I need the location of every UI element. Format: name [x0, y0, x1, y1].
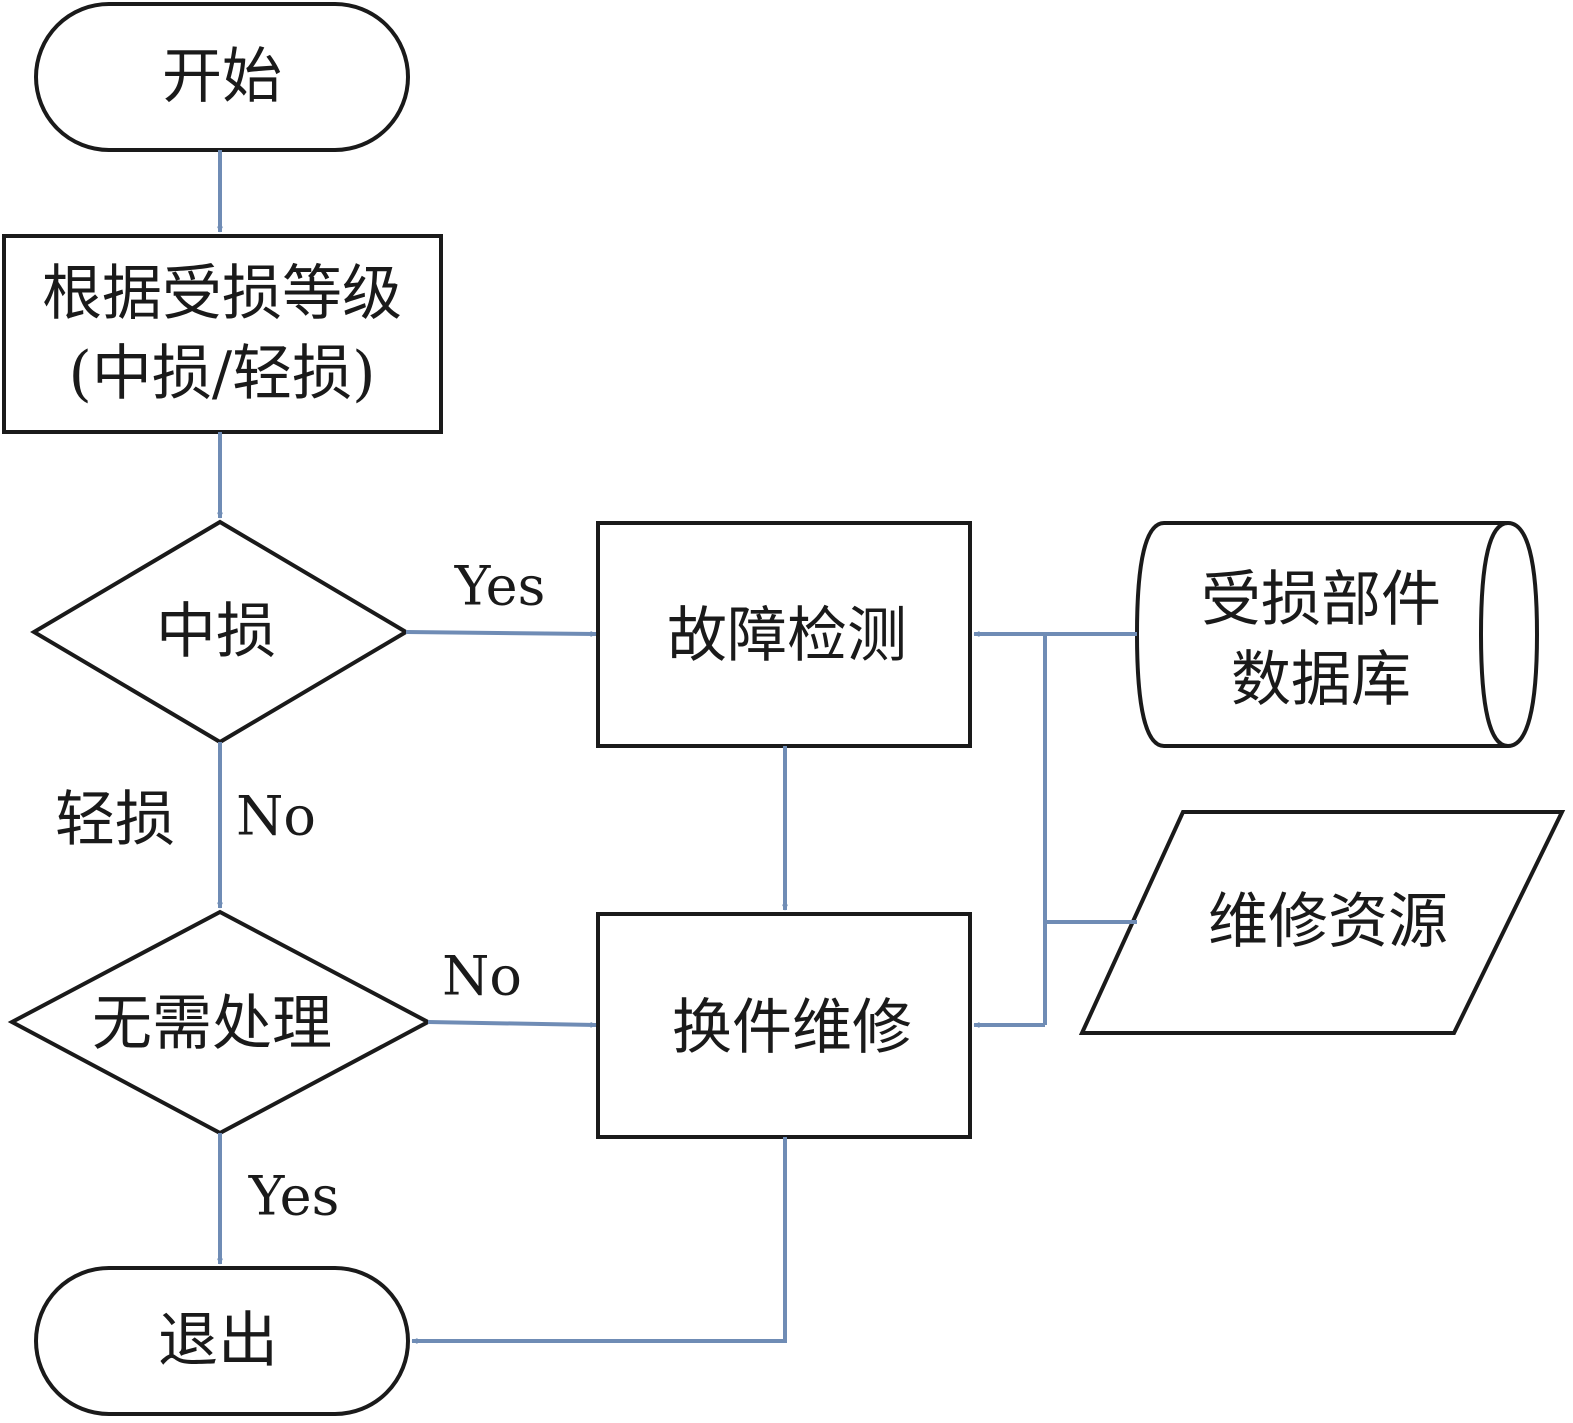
- noproc-yes-label: Yes: [248, 1165, 340, 1228]
- fault-detection-label: 故障检测: [667, 601, 907, 671]
- exit-terminal: [34, 1266, 410, 1416]
- noproc-no-label: No: [442, 945, 522, 1008]
- replace-repair-label: 换件维修: [672, 993, 912, 1063]
- damage-grade-process: [2, 234, 443, 434]
- no-processing-label: 无需处理: [92, 989, 332, 1059]
- maintenance-resources-input: [1078, 810, 1566, 1035]
- fault-detection-process: [596, 521, 972, 748]
- maintenance-resources-label: 维修资源: [1208, 887, 1448, 957]
- damaged-parts-db-label-line1: 受损部件: [1201, 565, 1441, 635]
- arrow-repair-to-exit: [411, 1137, 787, 1344]
- damage-grade-label-line2: (中损/轻损): [68, 339, 375, 409]
- medium-no-label: No: [236, 785, 316, 848]
- damaged-parts-db-label-line2: 数据库: [1231, 645, 1411, 715]
- medium-damage-label: 中损: [156, 597, 276, 667]
- replace-repair-process: [596, 912, 972, 1139]
- arrow-medium-yes-to-detection: [405, 630, 597, 637]
- arrow-noproc-no-to-repair: [427, 1020, 597, 1028]
- medium-yes-label: Yes: [454, 555, 546, 618]
- start-label: 开始: [162, 42, 282, 112]
- damaged-parts-database-edge: [1478, 521, 1509, 748]
- exit-label: 退出: [158, 1306, 278, 1376]
- damage-grade-label-line1: 根据受损等级: [42, 259, 402, 329]
- light-damage-label: 轻损: [55, 785, 175, 855]
